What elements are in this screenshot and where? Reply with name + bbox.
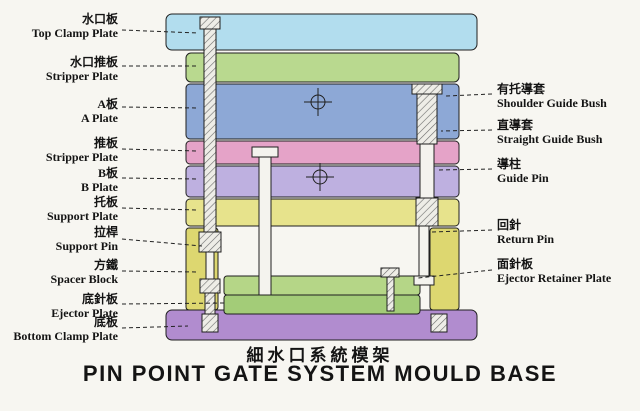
- label-zh: 方鐵: [93, 258, 118, 272]
- label-return-pin: 回針 Return Pin: [497, 218, 554, 246]
- center-pin-head: [251, 146, 279, 158]
- label-bottom-clamp-plate: 底板 Bottom Clamp Plate: [13, 315, 118, 343]
- label-en: Support Pin: [55, 238, 118, 253]
- ejector-screw: [380, 267, 400, 312]
- label-b-plate: B板 B Plate: [81, 166, 118, 194]
- label-ejector-retainer-plate: 面針板 Ejector Retainer Plate: [497, 257, 612, 285]
- label-zh: 推板: [93, 136, 118, 150]
- screw-hole-crosshair-icon: [306, 163, 334, 191]
- label-stripper-plate-lower: 推板 Stripper Plate: [45, 136, 118, 164]
- shoulder-guide-bush-flange: [411, 83, 443, 95]
- guide-pin-collar: [415, 197, 439, 227]
- center-pin-shaft: [258, 156, 272, 296]
- label-en: Guide Pin: [497, 170, 549, 185]
- label-en: Return Pin: [497, 231, 554, 246]
- label-straight-guide-bush: 直導套 Straight Guide Bush: [497, 118, 603, 146]
- leader-line: [417, 269, 493, 279]
- label-en: Stripper Plate: [45, 149, 118, 164]
- leader-line: [121, 302, 227, 305]
- label-zh: 底針板: [81, 292, 118, 306]
- return-pin-shaft: [418, 225, 430, 277]
- label-en: Shoulder Guide Bush: [497, 95, 607, 110]
- screw-hole-crosshair-icon: [304, 88, 332, 116]
- label-zh: 回針: [497, 218, 522, 232]
- label-top-clamp-plate: 水口板 Top Clamp Plate: [31, 12, 118, 40]
- label-zh: 水口板: [81, 12, 118, 26]
- b-plate-shape: [185, 165, 460, 198]
- label-zh: 面針板: [497, 257, 534, 271]
- leader-lines-right: [417, 93, 493, 279]
- label-en: A Plate: [81, 110, 118, 125]
- leader-line: [437, 168, 493, 171]
- label-en: Support Plate: [46, 208, 118, 223]
- guide-pin-shaft: [419, 143, 435, 199]
- center-pin: [251, 146, 279, 296]
- leader-line: [121, 238, 203, 247]
- support-pin-shaft: [203, 28, 217, 233]
- label-a-plate: A板 A Plate: [81, 97, 118, 125]
- leader-line: [445, 93, 493, 97]
- label-zh: 導柱: [497, 157, 522, 171]
- label-support-pin: 拉桿 Support Pin: [55, 225, 118, 253]
- label-spacer-block: 方鐵 Spacer Block: [50, 258, 118, 286]
- leader-line: [440, 129, 493, 132]
- label-en: Stripper Plate: [45, 68, 118, 83]
- label-zh: A板: [97, 97, 118, 111]
- label-zh: 底板: [93, 315, 118, 329]
- support-plate-shape: [185, 198, 460, 227]
- label-en: Straight Guide Bush: [497, 131, 603, 146]
- diagram-title-chinese: 細水口系統模架: [246, 346, 394, 365]
- leader-line: [121, 177, 199, 180]
- label-stripper-plate-upper: 水口推板 Stripper Plate: [45, 55, 118, 83]
- ejector-screw-head: [380, 267, 400, 278]
- label-shoulder-guide-bush: 有托導套 Shoulder Guide Bush: [497, 82, 607, 110]
- leader-line: [121, 148, 199, 152]
- leader-line: [121, 29, 199, 34]
- label-en: Ejector Plate: [51, 305, 118, 320]
- label-en: Spacer Block: [50, 271, 118, 286]
- label-zh: 拉桿: [93, 225, 118, 239]
- label-zh: 水口推板: [69, 55, 118, 69]
- label-zh: B板: [97, 166, 118, 180]
- support-pin-collar: [198, 231, 222, 253]
- ejector-plate-shape: [223, 294, 421, 315]
- guide-bush-body: [416, 93, 438, 145]
- spacer-block-right-shape: [429, 227, 460, 311]
- leader-line: [121, 207, 199, 211]
- diagram-title-english: PIN POINT GATE SYSTEM MOULD BASE: [82, 361, 558, 386]
- guide-pin-assembly: [411, 83, 443, 227]
- label-zh: 有托導套: [497, 82, 546, 96]
- support-pin-lower-shaft: [205, 251, 215, 280]
- clamp-bolt-left: [201, 313, 219, 333]
- label-ejector-plate: 底針板 Ejector Plate: [51, 292, 118, 320]
- label-zh: 直導套: [497, 118, 534, 132]
- return-pin: [413, 225, 435, 286]
- clamp-bolt-right: [430, 313, 448, 333]
- a-plate-shape: [185, 83, 460, 140]
- support-pin-head: [199, 16, 221, 30]
- return-pin-head: [413, 275, 435, 286]
- leader-line: [431, 229, 493, 233]
- support-pin-nut: [199, 278, 221, 294]
- label-en: Top Clamp Plate: [31, 25, 118, 40]
- label-zh: 托板: [93, 195, 118, 209]
- leader-lines-left: [121, 29, 227, 329]
- label-en: Ejector Retainer Plate: [497, 270, 612, 285]
- support-pin-assembly: [198, 16, 222, 316]
- label-support-plate: 托板 Support Plate: [46, 195, 118, 223]
- leader-line: [121, 106, 199, 109]
- label-en: Bottom Clamp Plate: [13, 328, 118, 343]
- label-guide-pin: 導柱 Guide Pin: [497, 157, 549, 185]
- stripper-plate-shape: [185, 52, 460, 83]
- support-pin-bolt: [204, 292, 216, 316]
- ejector-screw-shaft: [386, 276, 395, 312]
- label-en: B Plate: [81, 179, 118, 194]
- leader-line: [121, 270, 199, 273]
